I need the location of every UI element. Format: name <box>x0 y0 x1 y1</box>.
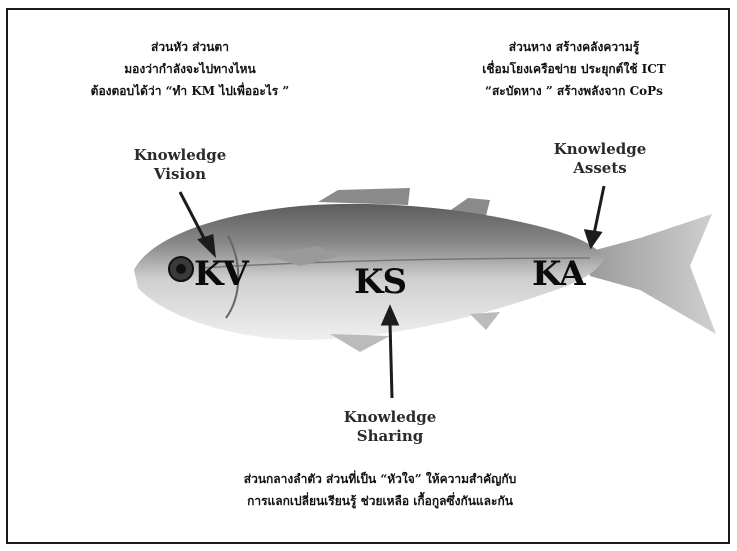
dorsal-fin-front <box>318 188 410 205</box>
assets-arrow <box>594 186 604 234</box>
head-description: ส่วนหัว ส่วนตา มองว่ากำลังจะไปทางไหน ต้อ… <box>60 36 320 102</box>
knowledge-vision-label: Knowledge Vision <box>120 146 240 184</box>
tail-description: ส่วนหาง สร้างคลังความรู้ เชื่อมโยงเครือข… <box>444 36 704 102</box>
head-line-1: ส่วนหัว ส่วนตา <box>60 36 320 58</box>
knowledge-assets-label: Knowledge Assets <box>540 140 660 178</box>
knowledge-sharing-label: Knowledge Sharing <box>330 408 450 446</box>
head-line-2: มองว่ากำลังจะไปทางไหน <box>60 58 320 80</box>
ventral-fin <box>330 334 390 352</box>
body-line-1: ส่วนกลางลำตัว ส่วนที่เป็น “หัวใจ” ให้ควา… <box>140 468 620 490</box>
tail-fin <box>588 214 716 334</box>
kv-abbr: KV <box>194 254 248 294</box>
sharing-arrow <box>390 322 392 398</box>
body-line-2: การแลกเปลี่ยนเรียนรู้ ช่วยเหลือ เกื้อกูล… <box>140 490 620 512</box>
head-line-3: ต้องตอบได้ว่า “ทำ KM ไปเพื่ออะไร ” <box>60 80 320 102</box>
tail-line-3: “สะบัดหาง ” สร้างพลังจาก CoPs <box>444 80 704 102</box>
tail-line-1: ส่วนหาง สร้างคลังความรู้ <box>444 36 704 58</box>
ka-abbr: KA <box>532 254 585 294</box>
ks-abbr: KS <box>354 262 406 302</box>
body-description: ส่วนกลางลำตัว ส่วนที่เป็น “หัวใจ” ให้ควา… <box>140 468 620 512</box>
tail-line-2: เชื่อมโยงเครือข่าย ประยุกต์ใช้ ICT <box>444 58 704 80</box>
